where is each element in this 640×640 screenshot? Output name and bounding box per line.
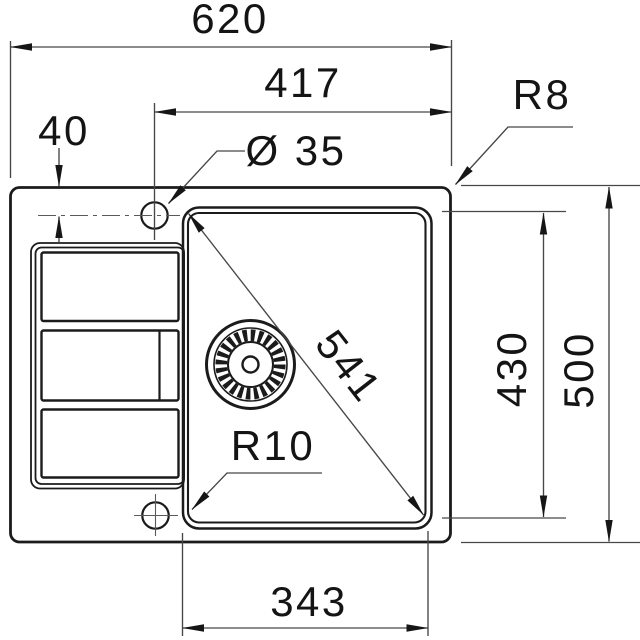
dim-label-r10: R10 bbox=[231, 422, 316, 469]
dim-label-diameter-35: Ø 35 bbox=[245, 127, 346, 174]
dim-line-541-diagonal bbox=[187, 213, 425, 516]
dim-label-40: 40 bbox=[38, 107, 90, 154]
drainer-outline-outer bbox=[30, 242, 185, 490]
dim-label-343: 343 bbox=[270, 578, 348, 625]
bowl-rim-inner bbox=[186, 211, 427, 524]
dim-label-430: 430 bbox=[488, 330, 535, 408]
drainer-groove-2 bbox=[40, 329, 180, 402]
drain-strainer bbox=[205, 319, 296, 410]
dim-label-500: 500 bbox=[555, 331, 602, 409]
sink-outline bbox=[9, 186, 452, 544]
bowl-rim-outer bbox=[181, 206, 433, 530]
dim-label-620: 620 bbox=[191, 0, 269, 42]
leader-r10 bbox=[191, 472, 322, 510]
drainer-outline-inner bbox=[34, 246, 185, 485]
dim-label-r8: R8 bbox=[513, 71, 572, 118]
leader-diameter-35 bbox=[168, 150, 245, 204]
dim-label-417: 417 bbox=[264, 59, 342, 106]
drainer-groove-1 bbox=[40, 251, 180, 323]
drain-center-circle bbox=[241, 355, 260, 374]
dim-label-541: 541 bbox=[306, 321, 391, 411]
leader-r8 bbox=[455, 126, 573, 185]
drain-teeth bbox=[215, 329, 286, 400]
drain-inner-circle bbox=[227, 341, 274, 388]
drainer-groove-3 bbox=[40, 408, 180, 479]
